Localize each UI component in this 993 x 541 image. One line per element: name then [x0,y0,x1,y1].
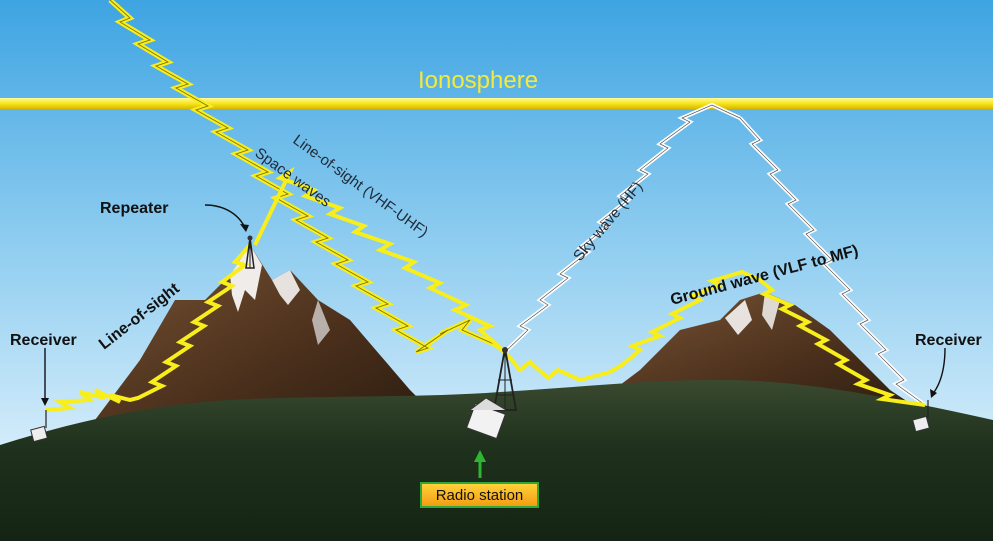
radio-station-label: Radio station [420,482,539,508]
receiver-left-label: Receiver [10,332,77,349]
line-of-sight-wave [45,243,252,412]
line-of-sight-vhf-wave [253,166,507,354]
ionosphere-band [0,98,993,109]
right-mountain-snow [725,300,752,335]
radio-station-building [465,397,507,440]
right-mountain [600,292,920,410]
ground-wave [503,269,926,407]
ionosphere-label: Ionosphere [418,67,538,94]
right-mountain-snow-2 [762,292,780,330]
receiver-right-device [912,400,930,433]
repeater-label: Repeater [100,200,168,217]
repeater-tower [245,235,255,269]
left-mountain [95,245,430,420]
left-mountain-snow-3 [312,300,330,345]
ground [0,380,993,541]
receiver-left-device [30,410,48,443]
receiver-right-label: Receiver [915,332,982,349]
left-mountain-snow [230,245,262,312]
left-mountain-snow-2 [272,270,300,305]
